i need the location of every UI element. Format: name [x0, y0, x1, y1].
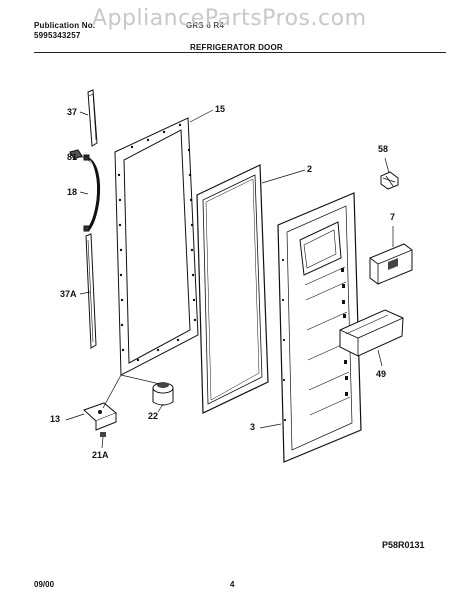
callout-18: 18: [67, 187, 78, 197]
part-2-door-gasket: [196, 164, 269, 414]
part-7-dairy-door: [369, 243, 413, 285]
page-number: 4: [230, 580, 235, 589]
header-rule: [34, 52, 446, 53]
model-code: GRS 6 R4: [186, 21, 225, 30]
part-22-hinge-bushing: [152, 382, 174, 406]
part-37a-trim-strip-bottom: [85, 233, 97, 349]
part-49-door-shelf-bin: [339, 309, 404, 357]
callout-37a: 37A: [60, 289, 77, 299]
callout-58: 58: [378, 144, 389, 154]
section-title: REFRIGERATOR DOOR: [190, 43, 283, 52]
publication-number: 5995343257: [34, 31, 81, 40]
diagram-code: P58R0131: [382, 540, 425, 550]
part-37-trim-strip-top: [87, 89, 98, 147]
callout-13: 13: [50, 414, 61, 424]
part-3-inner-door-liner: [277, 192, 362, 463]
part-13-hinge-bracket: [83, 402, 117, 431]
callout-22: 22: [148, 411, 159, 421]
callout-49: 49: [376, 369, 387, 379]
callout-81: 81: [67, 152, 78, 162]
callout-3: 3: [250, 422, 256, 432]
part-58-screw: [380, 171, 399, 190]
watermark: AppliancePartsPros.com: [92, 6, 367, 31]
callout-21a: 21A: [92, 450, 109, 460]
callout-15: 15: [215, 104, 226, 114]
callout-37: 37: [67, 107, 78, 117]
part-21a-screw: [100, 432, 106, 437]
callout-7: 7: [390, 212, 396, 222]
footer-date: 09/00: [34, 580, 55, 589]
part-18-door-handle: [83, 154, 101, 232]
part-15-door-outer-panel: [114, 117, 199, 376]
leader-lines: [65, 109, 394, 449]
publication-label: Publication No.: [34, 21, 96, 30]
part-81-screw: [69, 149, 83, 160]
callout-2: 2: [307, 164, 313, 174]
